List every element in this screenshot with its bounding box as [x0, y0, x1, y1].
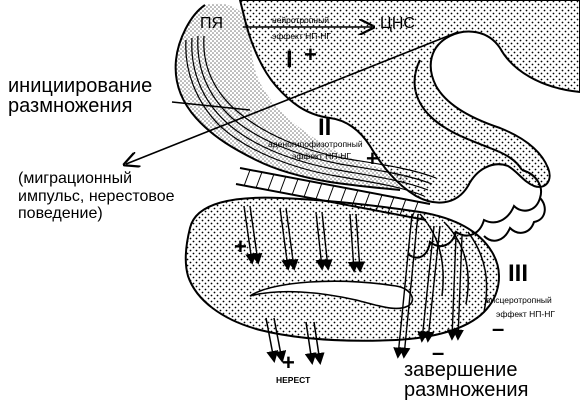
label-adeno-2: эффект НП-НГ — [292, 152, 351, 161]
label-cns: ЦНС — [380, 16, 415, 32]
stage-two: II — [318, 116, 331, 140]
label-initiation-2: размножения — [8, 96, 132, 116]
label-initiation-1: инициирование — [8, 76, 152, 96]
label-neurotropic-2: эффект НП-НГ — [272, 32, 331, 41]
sign-plus-gland: + — [234, 236, 247, 258]
label-visc-1: висцеротропный — [486, 296, 552, 305]
gland-body — [186, 198, 499, 341]
label-neurotropic-1: нейротропный — [272, 16, 329, 25]
sign-plus-cns: + — [304, 44, 317, 66]
label-pya: ПЯ — [200, 16, 223, 32]
label-spawn: НЕРЕСТ — [276, 376, 310, 385]
stage-three: III — [508, 262, 528, 286]
label-migration: (миграционный импульс, нерестовое поведе… — [18, 170, 175, 223]
label-completion-2: размножения — [404, 380, 528, 400]
sign-plus-spawn: + — [282, 352, 295, 374]
sign-minus-visc: – — [492, 318, 504, 340]
label-completion-1: завершение — [404, 360, 517, 380]
label-adeno-1: аденогипофизотропный — [268, 140, 363, 149]
stage-one: I — [286, 48, 293, 72]
sign-plus-adeno: + — [366, 148, 379, 170]
label-visc-2: эффект НП-НГ — [496, 310, 555, 319]
